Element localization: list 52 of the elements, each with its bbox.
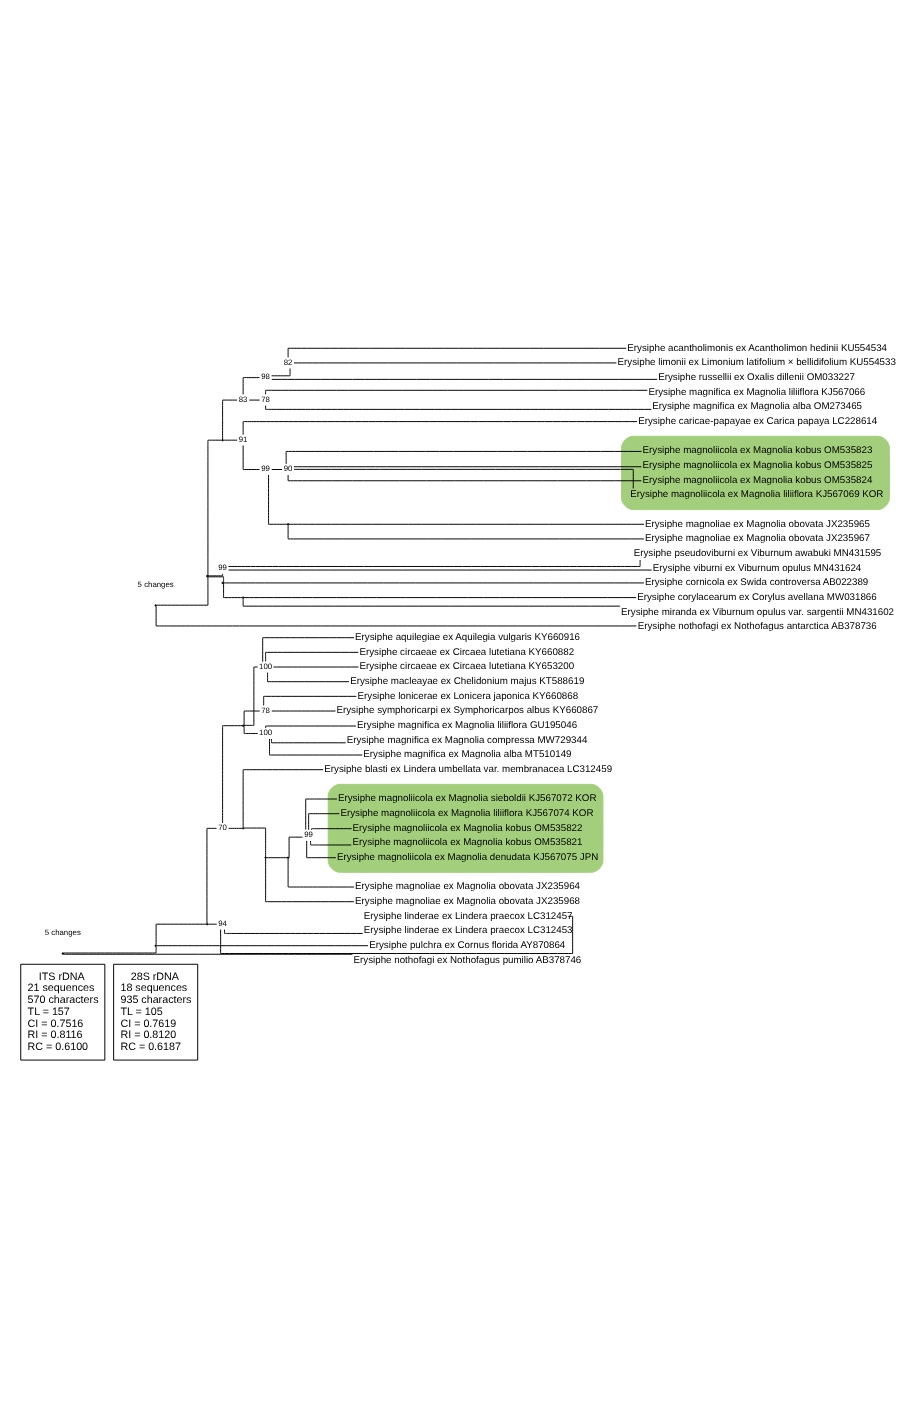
- connector: [263, 695, 357, 706]
- connector: [242, 445, 260, 470]
- connector: [265, 725, 357, 729]
- connector: [267, 672, 350, 683]
- node-point: [206, 574, 209, 578]
- connector: [223, 582, 243, 599]
- connector: [265, 651, 359, 662]
- connector: [311, 828, 353, 831]
- connector: [310, 840, 352, 846]
- connector: [308, 813, 340, 831]
- connector: [271, 738, 347, 744]
- connector: [265, 405, 652, 410]
- connector: [222, 582, 645, 584]
- connector: [268, 474, 288, 525]
- connector: [220, 915, 574, 954]
- connector: [243, 597, 637, 599]
- connector: [262, 637, 355, 663]
- connector: [271, 368, 291, 377]
- connector: [228, 559, 641, 567]
- connector: [265, 389, 648, 395]
- connector: [242, 421, 638, 436]
- node-point: [221, 581, 224, 585]
- connector: [269, 738, 363, 756]
- connector: [243, 827, 267, 858]
- connector: [288, 523, 645, 525]
- connector: [305, 798, 338, 831]
- connector: [293, 468, 634, 489]
- connector: [242, 597, 621, 607]
- node-point: [154, 604, 157, 607]
- connector: [224, 929, 364, 934]
- node-point: [264, 856, 267, 859]
- connector: [306, 840, 337, 859]
- connector: [222, 399, 238, 440]
- connector: [271, 378, 658, 380]
- cluster: [327, 783, 604, 873]
- node-point: [206, 923, 209, 926]
- connector: [287, 524, 645, 540]
- connector: [293, 466, 642, 468]
- connector: [207, 923, 218, 925]
- connector: [242, 769, 324, 828]
- connector: [287, 347, 627, 358]
- cluster: [621, 435, 890, 511]
- connector: [62, 953, 353, 955]
- connector: [206, 827, 218, 924]
- connector: [242, 377, 260, 395]
- connector: [223, 439, 238, 441]
- connector: [285, 450, 643, 465]
- connector: [228, 827, 243, 829]
- connector: [271, 469, 283, 470]
- node-point: [154, 944, 157, 947]
- connector: [155, 605, 637, 627]
- connector: [287, 474, 642, 482]
